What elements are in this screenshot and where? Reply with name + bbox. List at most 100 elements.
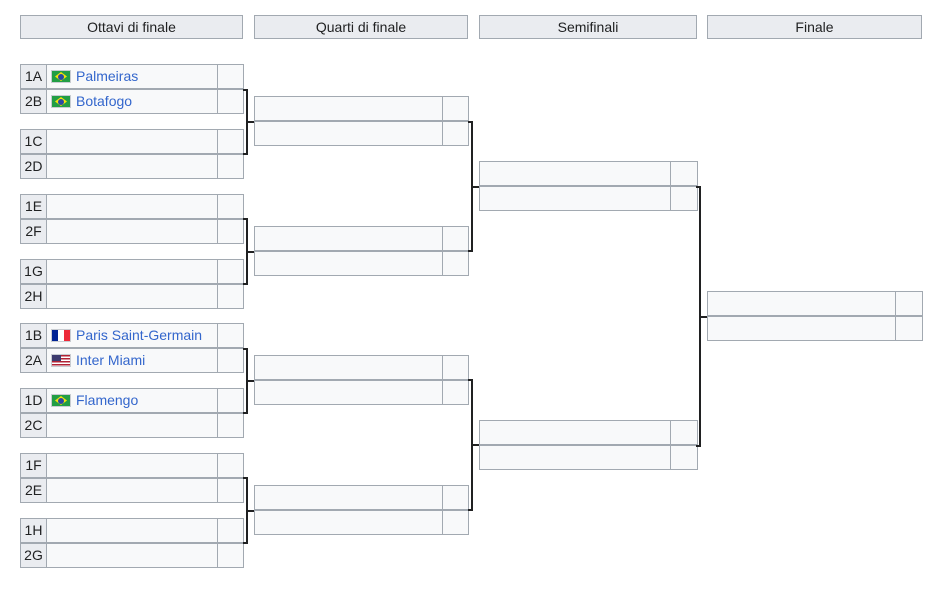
seed-label: 1F xyxy=(20,453,47,478)
quarterfinal-score-slot xyxy=(442,485,469,510)
quarterfinal-team-slot xyxy=(254,380,443,405)
seed-label: 2G xyxy=(20,543,47,568)
semifinal-score-slot xyxy=(670,420,698,445)
score-slot xyxy=(217,194,244,219)
france-flag-icon xyxy=(51,329,71,342)
semifinal-score-slot xyxy=(670,186,698,211)
connector xyxy=(243,153,248,155)
seed-label: 1B xyxy=(20,323,47,348)
connector xyxy=(243,542,248,544)
final-team-slot xyxy=(707,291,896,316)
quarterfinal-score-slot xyxy=(442,355,469,380)
round-header: Quarti di finale xyxy=(254,15,468,39)
connector xyxy=(699,316,707,318)
brazil-flag-icon xyxy=(51,95,71,108)
team-slot: Flamengo xyxy=(46,388,218,413)
quarterfinal-score-slot xyxy=(442,226,469,251)
team-link[interactable]: Inter Miami xyxy=(76,352,146,368)
score-slot xyxy=(217,219,244,244)
team-slot xyxy=(46,543,218,568)
team-link[interactable]: Paris Saint-Germain xyxy=(76,327,203,343)
score-slot xyxy=(217,413,244,438)
team-slot: Botafogo xyxy=(46,89,218,114)
connector xyxy=(468,121,473,123)
team-link[interactable]: Botafogo xyxy=(76,93,133,109)
connector xyxy=(243,412,248,414)
quarterfinal-score-slot xyxy=(442,96,469,121)
connector xyxy=(696,186,701,188)
seed-label: 1A xyxy=(20,64,47,89)
seed-label: 1D xyxy=(20,388,47,413)
score-slot xyxy=(217,388,244,413)
connector xyxy=(246,251,254,253)
connector xyxy=(246,121,254,123)
seed-label: 1C xyxy=(20,129,47,154)
round-header: Finale xyxy=(707,15,922,39)
quarterfinal-team-slot xyxy=(254,226,443,251)
score-slot xyxy=(217,89,244,114)
seed-label: 2F xyxy=(20,219,47,244)
team-slot: Paris Saint-Germain xyxy=(46,323,218,348)
seed-label: 2H xyxy=(20,284,47,309)
team-slot: Inter Miami xyxy=(46,348,218,373)
connector xyxy=(468,379,473,381)
semifinal-team-slot xyxy=(479,161,671,186)
score-slot xyxy=(217,543,244,568)
connector xyxy=(468,509,473,511)
seed-label: 1H xyxy=(20,518,47,543)
brazil-flag-icon xyxy=(51,70,71,83)
seed-label: 2B xyxy=(20,89,47,114)
seed-label: 2E xyxy=(20,478,47,503)
semifinal-score-slot xyxy=(670,445,698,470)
team-slot xyxy=(46,259,218,284)
quarterfinal-score-slot xyxy=(442,380,469,405)
connector xyxy=(246,510,254,512)
score-slot xyxy=(217,284,244,309)
score-slot xyxy=(217,129,244,154)
team-slot xyxy=(46,518,218,543)
connector xyxy=(471,186,479,188)
team-link[interactable]: Flamengo xyxy=(76,392,139,408)
quarterfinal-team-slot xyxy=(254,251,443,276)
score-slot xyxy=(217,259,244,284)
usa-flag-icon xyxy=(51,354,71,367)
brazil-flag-icon xyxy=(51,394,71,407)
semifinal-team-slot xyxy=(479,186,671,211)
semifinal-score-slot xyxy=(670,161,698,186)
seed-label: 2A xyxy=(20,348,47,373)
connector xyxy=(243,89,248,91)
final-score-slot xyxy=(895,291,923,316)
score-slot xyxy=(217,478,244,503)
score-slot xyxy=(217,64,244,89)
connector xyxy=(243,218,248,220)
semifinal-team-slot xyxy=(479,420,671,445)
final-team-slot xyxy=(707,316,896,341)
quarterfinal-score-slot xyxy=(442,251,469,276)
connector xyxy=(246,380,254,382)
seed-label: 2D xyxy=(20,154,47,179)
quarterfinal-team-slot xyxy=(254,510,443,535)
connector xyxy=(696,445,701,447)
final-score-slot xyxy=(895,316,923,341)
seed-label: 1E xyxy=(20,194,47,219)
quarterfinal-score-slot xyxy=(442,121,469,146)
connector xyxy=(243,477,248,479)
team-slot: Palmeiras xyxy=(46,64,218,89)
team-slot xyxy=(46,413,218,438)
score-slot xyxy=(217,323,244,348)
connector xyxy=(243,283,248,285)
team-link[interactable]: Palmeiras xyxy=(76,68,139,84)
team-slot xyxy=(46,154,218,179)
team-slot xyxy=(46,478,218,503)
team-slot xyxy=(46,219,218,244)
seed-label: 1G xyxy=(20,259,47,284)
team-slot xyxy=(46,453,218,478)
round-header: Semifinali xyxy=(479,15,697,39)
quarterfinal-score-slot xyxy=(442,510,469,535)
round-header: Ottavi di finale xyxy=(20,15,243,39)
quarterfinal-team-slot xyxy=(254,121,443,146)
connector xyxy=(243,348,248,350)
connector xyxy=(471,444,479,446)
score-slot xyxy=(217,154,244,179)
quarterfinal-team-slot xyxy=(254,355,443,380)
